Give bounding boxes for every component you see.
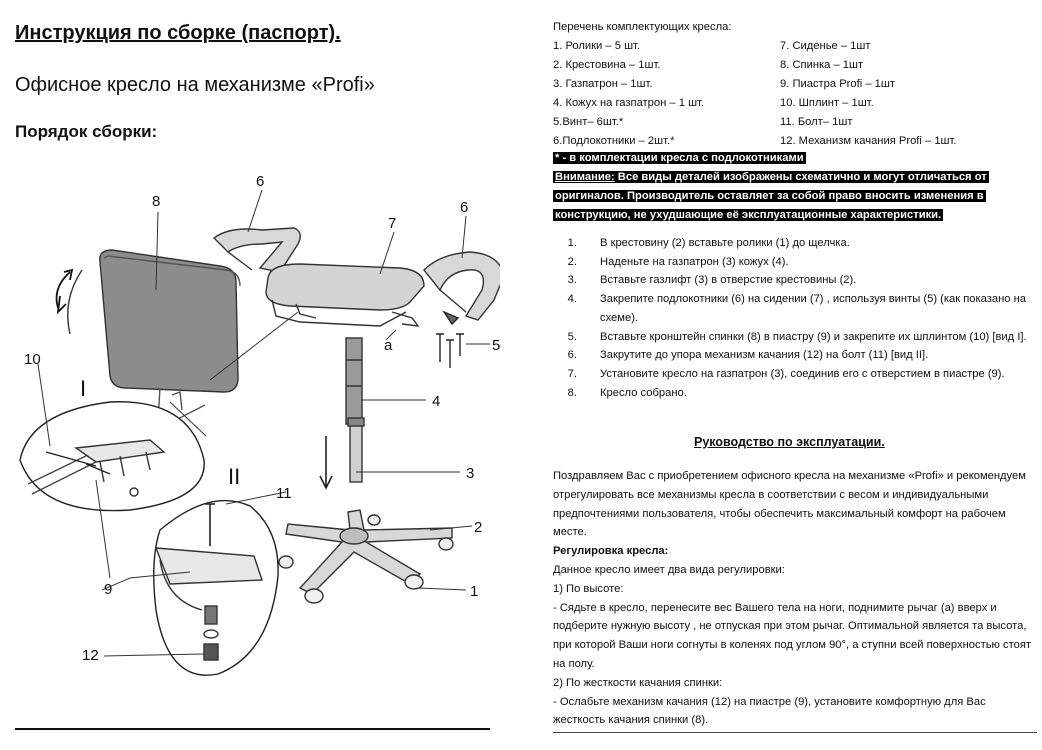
step-item: 1. В крестовину (2) вставьте ролики (1) д… (553, 234, 1042, 253)
step-number: 1. (567, 237, 577, 249)
step-text: Закрутите до упора механизм качания (12)… (600, 349, 929, 362)
part-item: 2. Крестовина – 1шт. (553, 59, 661, 71)
height-heading: 1) По высоте: (553, 582, 624, 595)
detail-view-2 (153, 499, 279, 676)
step-number: 6. (567, 349, 577, 362)
base-drawing (285, 509, 453, 595)
label-8: 8 (152, 193, 160, 210)
step-item: 4. Закрепите подлокотники (6) на сидении … (553, 290, 1042, 327)
detail-view-1 (19, 401, 205, 512)
adjust-heading: Регулировка кресла: (553, 545, 669, 558)
assembly-steps: 1. В крестовину (2) вставьте ролики (1) д… (553, 234, 1042, 402)
label-6-left: 6 (256, 173, 264, 190)
left-divider (15, 728, 490, 730)
step-item: 8. Кресло собрано. (553, 384, 1042, 403)
label-1: 1 (470, 583, 478, 600)
title-text: Инструкция по сборке (паспорт) (15, 22, 336, 44)
part-item: 10. Шплинт – 1шт. (780, 97, 874, 109)
step-number: 2. (567, 255, 577, 268)
view-label-1: I (80, 376, 86, 401)
step-number: 4. (567, 293, 577, 306)
down-arrow-icon (319, 436, 333, 490)
attention-label: Внимание: (555, 171, 615, 183)
seat-drawing (265, 263, 425, 327)
step-number: 3. (567, 274, 577, 287)
step-text: Вставьте кронштейн спинки (8) в пиастру … (600, 330, 1027, 343)
step-number: 7. (567, 367, 577, 380)
attention-line-1: Внимание: Все виды деталей изображены сх… (553, 171, 989, 183)
part-item: 1. Ролики – 5 шт. (553, 40, 641, 52)
part-item: 3. Газпатрон – 1шт. (553, 78, 653, 90)
label-9: 9 (104, 581, 112, 598)
step-text: Наденьте на газпатрон (3) кожух (4). (600, 255, 789, 268)
tilt-heading: 2) По жесткости качания спинки: (553, 676, 723, 689)
document-title: Инструкция по сборке (паспорт). (15, 22, 341, 45)
tilt-text: - Ослабьте механизм качания (12) на пиас… (553, 695, 986, 727)
assembly-diagram: 8 6 7 6 5 4 3 2 1 11 10 9 12 а I II (19, 173, 500, 676)
assembly-order-heading: Порядок сборки: (15, 122, 158, 141)
notes-block: * - в комплектации кресла с подлокотника… (553, 148, 989, 224)
label-3: 3 (466, 465, 474, 482)
screws-drawing (436, 310, 464, 368)
part-item: 8. Спинка – 1шт (780, 59, 864, 71)
parts-list-right: 7. Сиденье – 1шт 8. Спинка – 1шт 9. Пиас… (780, 37, 957, 151)
attention-line-2: оригиналов. Производитель оставляет за с… (553, 190, 986, 202)
part-item: 7. Сиденье – 1шт (780, 40, 871, 52)
label-11: 11 (276, 485, 292, 502)
part-item: 11. Болт– 1шт (780, 116, 853, 128)
step-item: 6. Закрутите до упора механизм качания (1… (553, 346, 1042, 365)
casters-drawing (278, 514, 454, 604)
height-text: - Сядьте в кресло, перенесите вес Вашего… (553, 601, 1032, 670)
label-2: 2 (474, 519, 482, 536)
parts-list-left: 1. Ролики – 5 шт. 2. Крестовина – 1шт. 3… (553, 37, 704, 151)
label-6-right: 6 (460, 199, 468, 216)
step-text: Кресло собрано. (600, 386, 687, 399)
title-dot: . (335, 22, 341, 44)
product-subtitle: Офисное кресло на механизме «Profi» (15, 74, 375, 96)
step-text: В крестовину (2) вставьте ролики (1) до … (600, 237, 850, 249)
right-armrest-drawing (423, 251, 500, 321)
asterisk-note: * - в комплектации кресла с подлокотника… (553, 152, 806, 164)
tilt-arrow-icon (55, 268, 74, 309)
label-4: 4 (432, 393, 440, 410)
step-number: 8. (567, 386, 577, 399)
label-12: 12 (82, 647, 99, 664)
gas-cover-drawing (345, 337, 363, 425)
part-item: 12. Механизм качания Profi – 1шт. (780, 135, 957, 147)
part-item: 4. Кожух на газпатрон – 1 шт. (553, 97, 705, 109)
step-text: Установите кресло на газпатрон (3), соед… (600, 367, 1005, 380)
adjust-intro: Данное кресло имеет два вида регулировки… (553, 563, 785, 576)
backrest-drawing (67, 249, 241, 426)
step-text: Закрепите подлокотники (6) на сидении (7… (600, 293, 1027, 324)
part-item: 6.Подлокотники – 2шт.* (553, 135, 675, 147)
attention-line-3: конструкцию, не ухудшающие её эксплуатац… (553, 209, 944, 221)
label-7: 7 (388, 215, 396, 232)
label-10: 10 (24, 351, 41, 368)
manual-intro: Поздравляем Вас с приобретением офисного… (553, 470, 1026, 539)
part-item: 5.Винт– 6шт.* (553, 116, 624, 128)
label-a: а (384, 337, 393, 354)
step-item: 2. Наденьте на газпатрон (3) кожух (4). (553, 253, 1042, 272)
left-armrest-drawing (212, 227, 301, 273)
step-item: 5. Вставьте кронштейн спинки (8) в пиастр… (553, 328, 1042, 347)
right-divider (553, 732, 1037, 733)
step-item: 3. Вставьте газлифт (3) в отверстие крест… (553, 271, 1042, 290)
part-item: 9. Пиастра Profi – 1шт (780, 78, 895, 90)
step-number: 5. (567, 330, 577, 343)
gas-lift-drawing (347, 417, 365, 483)
step-item: 7. Установите кресло на газпатрон (3), со… (553, 365, 1042, 384)
manual-title: Руководство по эксплуатации. (694, 435, 885, 449)
step-text: Вставьте газлифт (3) в отверстие крестов… (600, 274, 857, 287)
parts-heading: Перечень комплектующих кресла: (553, 21, 732, 33)
label-5: 5 (492, 337, 500, 354)
manual-body: Поздравляем Вас с приобретением офисного… (553, 467, 1037, 730)
attention-text-1: Все виды деталей изображены схематично и… (614, 171, 987, 183)
view-label-2: II (228, 464, 240, 489)
